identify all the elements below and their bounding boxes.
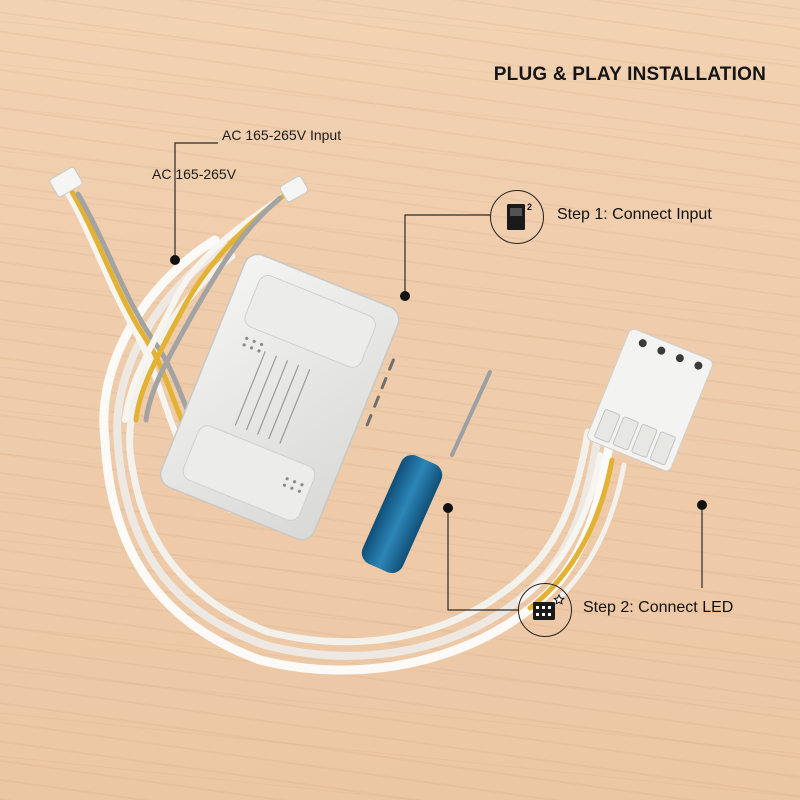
step-2-label: Step 2: Connect LED [583,599,734,616]
page-title: PLUG & PLAY INSTALLATION [493,64,766,85]
ac-input-label: AC 165-265V Input [222,127,342,143]
input-plug-right [279,175,309,203]
ac-voltage-label: AC 165-265V [152,166,237,182]
step-1-label: Step 1: Connect Input [557,206,712,223]
input-plug-left [49,166,83,198]
led-terminal-block [587,328,713,472]
input-connector-icon: 2 [490,190,544,244]
led-connector-icon [518,583,572,637]
led-driver-box [159,253,400,541]
step-badge: 2 [527,202,532,212]
callout-dots [170,255,707,513]
screwdriver [361,370,492,574]
callout-lines [174,142,703,611]
